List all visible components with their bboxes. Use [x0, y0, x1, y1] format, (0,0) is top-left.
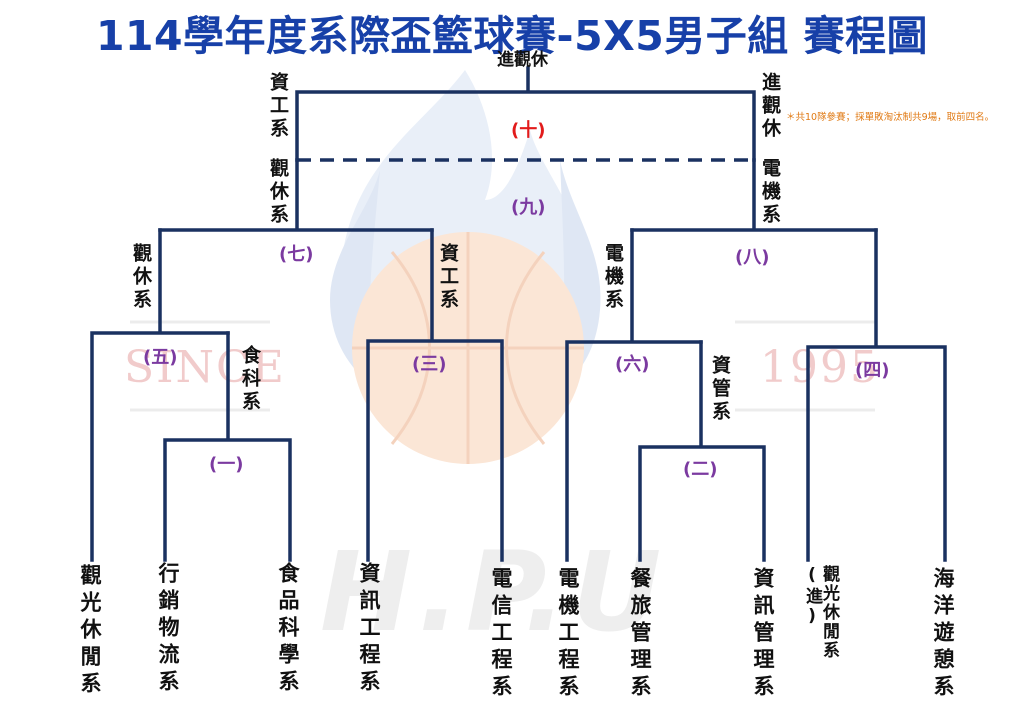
round-label-10: (十) — [511, 120, 546, 141]
team-10: 海洋遊憩系 — [931, 567, 955, 702]
champion-label: 進觀休 — [497, 50, 548, 70]
team-7: 餐旅管理系 — [628, 567, 652, 702]
team-6: 電機工程系 — [556, 567, 580, 702]
bracket-line-r2 — [638, 340, 766, 562]
team-9: 觀光休閒系(進) — [802, 565, 839, 660]
team-4: 資訊工程系 — [357, 562, 381, 697]
page-title: 114學年度系際盃籃球賽-5X5男子組 賽程圖 — [95, 12, 929, 60]
bracket-line-r10 — [295, 66, 756, 162]
round-label-9: (九) — [511, 197, 546, 218]
bracket-line-r1 — [163, 331, 292, 562]
bracket-line-r8 — [630, 158, 878, 232]
watermark-logo: H.P.U — [320, 528, 668, 656]
round-label-2: (二) — [683, 459, 718, 480]
bracket-line-r4 — [806, 228, 947, 562]
winner-r9-left: 資工系 — [267, 72, 289, 141]
bracket-line-r6 — [565, 228, 703, 562]
watermark-ball-lines-icon — [352, 232, 584, 464]
winner-r5: 觀休系 — [130, 243, 152, 312]
round-label-4: (四) — [855, 360, 890, 381]
winner-r9-right: 進觀休 — [759, 72, 781, 141]
team-8: 資訊管理系 — [751, 567, 775, 702]
bracket-line-r7 — [158, 158, 434, 232]
round-label-7: (七) — [279, 244, 314, 265]
team-5: 電信工程系 — [489, 567, 513, 702]
tournament-note: ＊共10隊參賽；採單敗淘汰制共9場，取前四名。 — [786, 112, 995, 123]
bracket-line-r3 — [366, 228, 504, 562]
watermark-year: 1995 — [760, 342, 880, 393]
round-label-1: (一) — [209, 454, 244, 475]
round-label-3: (三) — [412, 354, 447, 375]
winner-r2: 資管系 — [709, 355, 731, 424]
winner-r8: 電機系 — [759, 158, 781, 227]
winner-r6: 電機系 — [602, 243, 624, 312]
winner-r7: 觀休系 — [267, 158, 289, 227]
team-1: 觀光休閒系 — [78, 564, 102, 699]
team-2: 行銷物流系 — [156, 562, 180, 697]
round-label-6: (六) — [615, 354, 650, 375]
winner-r1: 食科系 — [239, 345, 261, 414]
round-label-8: (八) — [735, 247, 770, 268]
winner-r3: 資工系 — [437, 243, 459, 312]
team-3: 食品科學系 — [276, 562, 300, 697]
watermark-since: SINCE — [124, 342, 286, 393]
bracket-line-r5 — [90, 228, 230, 562]
round-label-5: (五) — [143, 347, 178, 368]
